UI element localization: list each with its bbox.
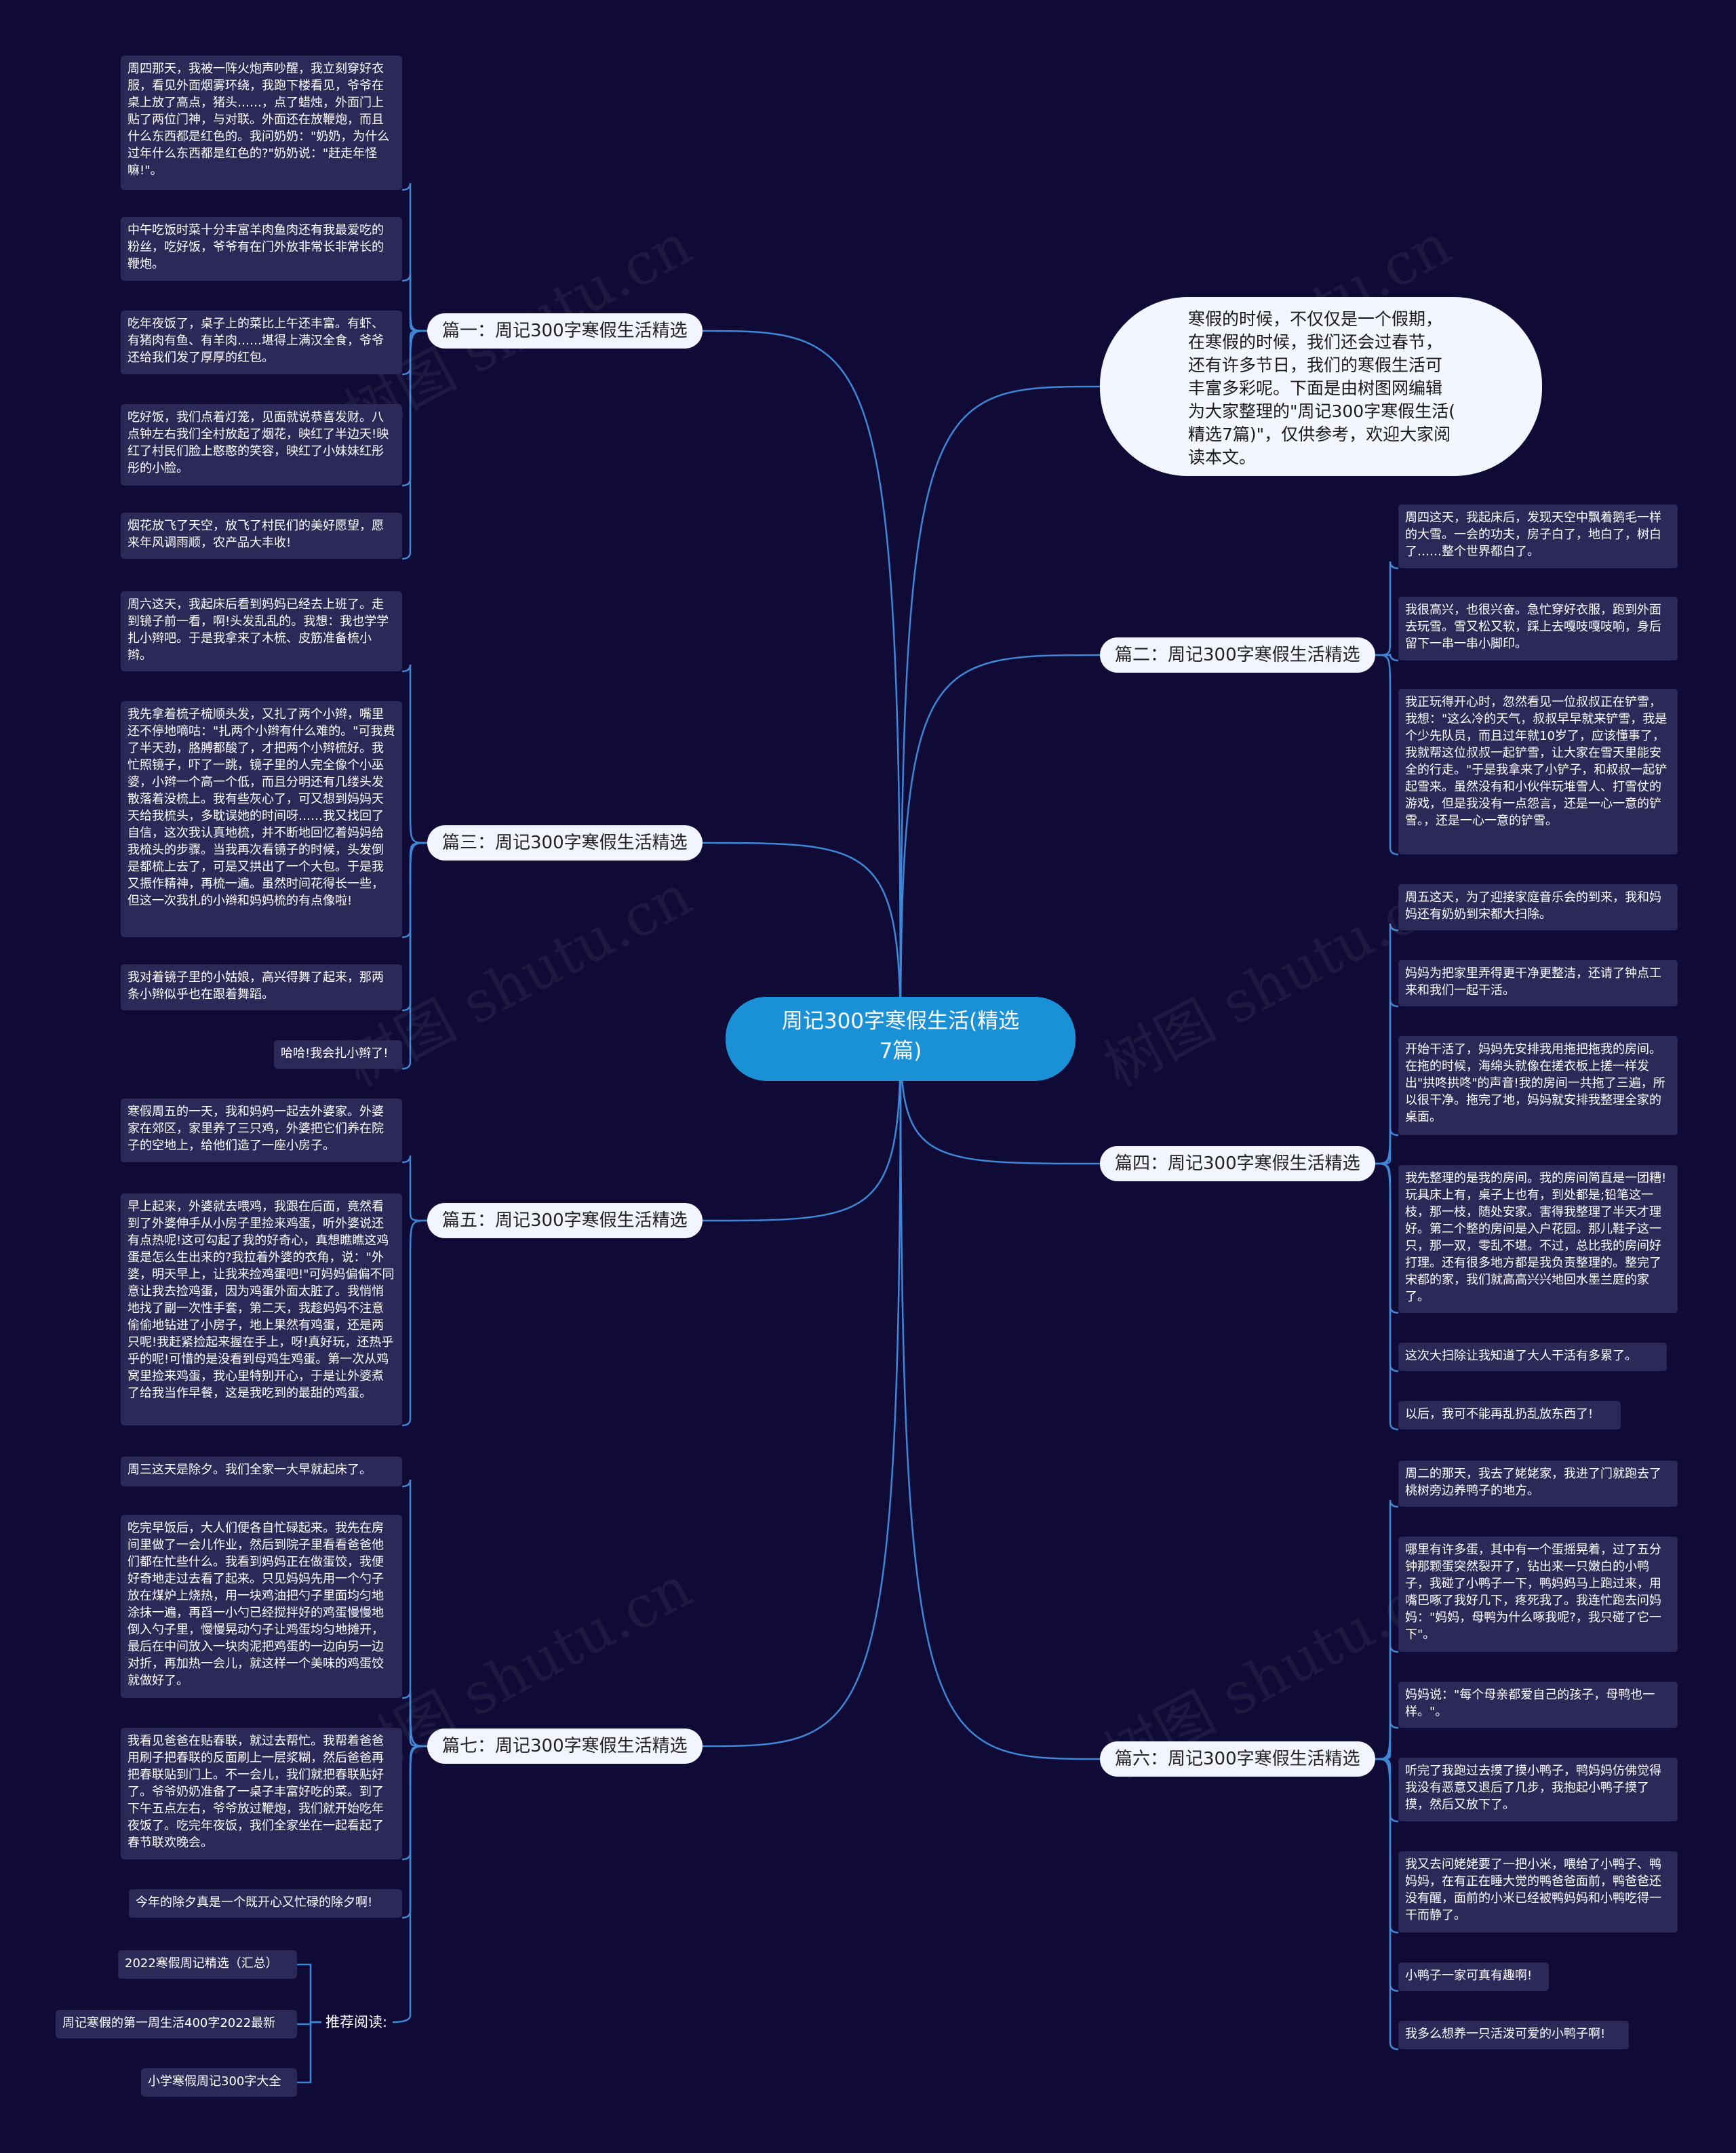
recommend-link-1[interactable]: 2022寒假周记精选（汇总）	[118, 1950, 297, 1979]
link-leaf-4-2	[1375, 999, 1399, 1165]
leaf-6-3: 妈妈说："每个母亲都爱自己的孩子，母鸭也一样。"。	[1398, 1682, 1678, 1728]
branch-3[interactable]: 篇三：周记300字寒假生活精选	[427, 825, 703, 861]
leaf-5-2: 早上起来，外婆就去喂鸡，我跟在后面，竟然看到了外婆伸手从小房子里捡来鸡蛋，听外婆…	[121, 1193, 402, 1425]
leaf-4-5: 这次大扫除让我知道了大人干活有多累了。	[1398, 1343, 1667, 1371]
link-leaf-6-7	[1375, 1758, 1399, 2051]
link-leaf-7-1	[401, 1479, 428, 1747]
link-leaf-7-3	[401, 1745, 428, 1861]
leaf-4-3: 开始干活了，妈妈先安排我用拖把拖我的房间。在拖的时候，海绵头就像在搓衣板上搓一样…	[1398, 1036, 1678, 1135]
link-leaf-2-2	[1375, 653, 1399, 662]
leaf-1-3: 吃年夜饭了，桌子上的菜比上午还丰富。有虾、有猪肉有鱼、有羊肉……堪得上满汉全食，…	[121, 311, 402, 374]
leaf-2-3: 我正玩得开心时，忽然看见一位叔叔正在铲雪，我想："这么冷的天气，叔叔早早就来铲雪…	[1398, 689, 1678, 854]
link-root-intro-node	[899, 385, 1101, 1040]
leaf-1-2: 中午吃饭时菜十分丰富羊肉鱼肉还有我最爱吃的粉丝，吃好饭，爷爷有在门外放非常长非常…	[121, 217, 402, 281]
link-root-branch-6	[899, 1038, 1101, 1760]
leaf-7-3: 我看见爸爸在贴春联，就过去帮忙。我帮着爸爸用刷子把春联的反面刷上一层浆糊，然后爸…	[121, 1728, 402, 1859]
link-leaf-1-4	[401, 330, 428, 487]
link-root-branch-5	[702, 1038, 902, 1222]
link-leaf-3-2	[401, 842, 428, 939]
link-leaf-3-3	[401, 842, 428, 1012]
link-leaf-6-3	[1375, 1720, 1399, 1760]
root-node[interactable]: 周记300字寒假生活(精选 7篇)	[726, 997, 1076, 1081]
intro-node[interactable]: 寒假的时候，不仅仅是一个假期， 在寒假的时候，我们还会过春节， 还有许多节日，我…	[1100, 297, 1542, 476]
leaf-5-1: 寒假周五的一天，我和妈妈一起去外婆家。外婆家在郊区，家里养了三只鸡，外婆把它们养…	[121, 1099, 402, 1162]
link-leaf-6-5	[1375, 1758, 1399, 1934]
leaf-6-4: 听完了我跑过去摸了摸小鸭子，鸭妈妈仿佛觉得我没有恶意又退后了几步，我抱起小鸭子摸…	[1398, 1758, 1678, 1821]
leaf-1-1: 周四那天，我被一阵火炮声吵醒，我立刻穿好衣服，看见外面烟雾环绕，我跑下楼看见，爷…	[121, 56, 402, 190]
link-leaf-6-6	[1375, 1758, 1399, 1992]
link-leaf-6-4	[1375, 1758, 1399, 1823]
leaf-4-1: 周五这天，为了迎接家庭音乐会的到来，我和妈妈还有奶奶到宋都大扫除。	[1398, 884, 1678, 930]
link-recommend-link-3	[297, 2021, 321, 2084]
recommend-label: 推荐阅读:	[326, 2014, 388, 2030]
leaf-6-2: 哪里有许多蛋，其中有一个蛋摇晃着，过了五分钟那颗蛋突然裂开了，钻出来一只嫩白的小…	[1398, 1537, 1678, 1652]
leaf-6-7: 我多么想养一只活泼可爱的小鸭子啊!	[1398, 2021, 1629, 2049]
recommend-link-2[interactable]: 周记寒假的第一周生活400字2022最新	[56, 2010, 297, 2038]
link-recommend-link-1	[297, 1963, 321, 2023]
leaf-1-4: 吃好饭，我们点着灯笼，见面就说恭喜发财。八点钟左右我们全村放起了烟花，映红了半边…	[121, 404, 402, 486]
branch-5[interactable]: 篇五：周记300字寒假生活精选	[427, 1203, 703, 1238]
leaf-6-1: 周二的那天，我去了姥姥家，我进了门就跑去了桃树旁边养鸭子的地方。	[1398, 1461, 1678, 1507]
leaf-2-2: 我很高兴，也很兴奋。急忙穿好衣服，跑到外面去玩雪。雪又松又软，踩上去嘎吱嘎吱响，…	[1398, 597, 1678, 660]
branch-4[interactable]: 篇四：周记300字寒假生活精选	[1100, 1146, 1375, 1181]
link-leaf-5-1	[401, 1155, 428, 1222]
link-leaf-2-1	[1375, 561, 1399, 656]
link-leaf-6-1	[1375, 1499, 1399, 1760]
link-leaf-4-5	[1375, 1162, 1399, 1372]
leaf-7-2: 吃完早饭后，大人们便各自忙碌起来。我先在房间里做了一会儿作业，然后到院子里看看爸…	[121, 1515, 402, 1698]
leaf-4-4: 我先整理的是我的房间。我的房间简直是一团糟!玩具床上有，桌子上也有，到处都是;铅…	[1398, 1165, 1678, 1313]
link-leaf-4-6	[1375, 1162, 1399, 1431]
link-root-branch-3	[702, 842, 902, 1040]
link-leaf-3-4	[401, 842, 428, 1070]
leaf-7-1: 周三这天是除夕。我们全家一大早就起床了。	[121, 1457, 402, 1486]
link-recommend	[392, 1745, 428, 2023]
leaf-4-2: 妈妈为把家里弄得更干净更整洁，还请了钟点工来和我们一起干活。	[1398, 960, 1678, 1006]
leaf-6-6: 小鸭子一家可真有趣啊!	[1398, 1962, 1549, 1991]
link-root-branch-2	[899, 654, 1101, 1040]
link-leaf-1-1	[401, 182, 428, 332]
link-root-branch-7	[702, 1038, 902, 1747]
branch-6[interactable]: 篇六：周记300字寒假生活精选	[1100, 1741, 1375, 1777]
leaf-3-1: 周六这天，我起床后看到妈妈已经去上班了。走到镜子前一看，啊!头发乱乱的。我想：我…	[121, 591, 402, 671]
leaf-7-4: 今年的除夕真是一个既开心又忙碌的除夕啊!	[129, 1889, 402, 1918]
link-root-branch-4	[899, 1038, 1101, 1165]
leaf-3-2: 我先拿着梳子梳顺头发，又扎了两个小辫，嘴里还不停地嘀咕："扎两个小辫有什么难的。…	[121, 701, 402, 937]
leaf-6-5: 我又去问姥姥要了一把小米，喂给了小鸭子、鸭妈妈，在有正在睡大觉的鸭爸爸面前，鸭爸…	[1398, 1851, 1678, 1933]
link-leaf-1-2	[401, 273, 428, 332]
link-leaf-7-2	[401, 1691, 428, 1747]
leaf-3-3: 我对着镜子里的小姑娘，高兴得舞了起来，那两条小辫似乎也在跟着舞蹈。	[121, 964, 402, 1010]
link-root-branch-1	[702, 330, 902, 1040]
recommend-link-3[interactable]: 小学寒假周记300字大全	[141, 2068, 297, 2097]
link-leaf-1-5	[401, 330, 428, 560]
branch-2[interactable]: 篇二：周记300字寒假生活精选	[1100, 637, 1375, 673]
link-leaf-4-4	[1375, 1162, 1399, 1314]
branch-1[interactable]: 篇一：周记300字寒假生活精选	[427, 313, 703, 349]
link-leaf-1-3	[401, 330, 428, 376]
link-leaf-7-4	[401, 1745, 428, 1919]
link-leaf-2-3	[1375, 654, 1399, 856]
branch-7[interactable]: 篇七：周记300字寒假生活精选	[427, 1729, 703, 1764]
leaf-3-4: 哈哈!我会扎小辫了!	[274, 1040, 402, 1069]
link-leaf-5-2	[401, 1219, 428, 1427]
link-leaf-4-1	[1375, 923, 1399, 1165]
leaf-1-5: 烟花放飞了天空，放飞了村民们的美好愿望，愿来年风调雨顺，农产品大丰收!	[121, 513, 402, 559]
link-leaf-6-2	[1375, 1644, 1399, 1760]
link-leaf-4-3	[1375, 1128, 1399, 1165]
link-leaf-3-1	[401, 664, 428, 844]
leaf-4-6: 以后，我可不能再乱扔乱放东西了!	[1398, 1401, 1621, 1429]
leaf-2-1: 周四这天，我起床后，发现天空中飘着鹅毛一样的大雪。一会的功夫，房子白了，地白了，…	[1398, 505, 1678, 568]
